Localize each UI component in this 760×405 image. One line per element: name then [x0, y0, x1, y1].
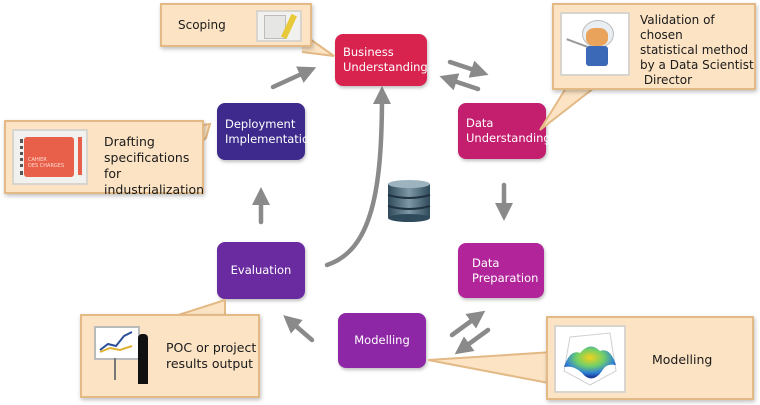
callout-text-line2: statistical method: [640, 43, 749, 57]
phase-label-line2: Understanding: [466, 131, 551, 145]
database-icon: [387, 180, 431, 222]
phase-label-line1: Business: [343, 45, 394, 59]
callout-modelling: Modelling: [546, 316, 754, 400]
arrow-data-understanding-to-business: [439, 73, 481, 92]
callout-text-line2: specifications for: [104, 150, 190, 181]
callout-text-line4: Director: [640, 73, 693, 87]
phase-label-line2: Understanding: [343, 60, 428, 74]
callout-tail-poc: [175, 298, 226, 317]
phase-deployment-implementation[interactable]: Deployment Implementation: [217, 103, 316, 160]
phase-label-line2: Preparation: [472, 270, 539, 285]
callout-text-line1: Drafting: [104, 134, 155, 149]
phase-modelling[interactable]: Modelling: [338, 313, 426, 368]
callout-drafting: CAHIER DES CHARGES Drafting specificatio…: [4, 120, 204, 197]
callout-poc: POC or project results output: [80, 314, 260, 398]
phase-label: Evaluation: [230, 263, 292, 277]
3d-surface-plot-icon: [554, 325, 626, 393]
arrow-evaluation-to-business: [324, 86, 391, 268]
callout-tail-modelling: [428, 350, 555, 386]
phase-data-understanding[interactable]: Data Understanding: [458, 103, 551, 159]
phase-label-line2: Implementation: [225, 131, 317, 146]
callout-text-line1: Validation of chosen: [640, 13, 715, 42]
arrow-deployment-to-business: [270, 66, 317, 90]
arrow-preparation-to-modelling: [454, 327, 491, 355]
presentation-board-icon: [94, 324, 152, 388]
callout-tail-validation: [539, 88, 595, 131]
arrow-modelling-to-preparation: [449, 310, 486, 338]
callout-validation: Validation of chosen statistical method …: [552, 3, 756, 90]
phase-business-understanding[interactable]: Business Understanding: [335, 34, 428, 86]
notebook-caption: CAHIER DES CHARGES: [28, 157, 65, 169]
callout-text-line1: POC or project: [166, 340, 257, 355]
arrow-business-to-data-understanding: [447, 59, 489, 78]
callout-text-line3: industrialization: [104, 182, 205, 197]
callout-text: Modelling: [652, 352, 713, 367]
phase-label: Modelling: [354, 333, 410, 347]
scientist-mascot-icon: [560, 12, 630, 76]
notebook-pencil-icon: [256, 10, 302, 42]
arrow-modelling-to-evaluation: [283, 315, 315, 343]
callout-text: Scoping: [178, 18, 226, 32]
phase-label-line1: Data: [472, 255, 500, 270]
callout-text-line3: by a Data Scientist: [640, 58, 754, 72]
phase-evaluation[interactable]: Evaluation: [217, 242, 305, 299]
callout-text-line2: results output: [166, 356, 254, 371]
red-notebook-icon: CAHIER DES CHARGES: [12, 129, 88, 185]
callout-scoping: Scoping: [160, 3, 312, 47]
phase-data-preparation[interactable]: Data Preparation: [458, 243, 544, 298]
phase-label-line1: Deployment: [225, 116, 296, 131]
phase-label-line1: Data: [466, 116, 494, 130]
